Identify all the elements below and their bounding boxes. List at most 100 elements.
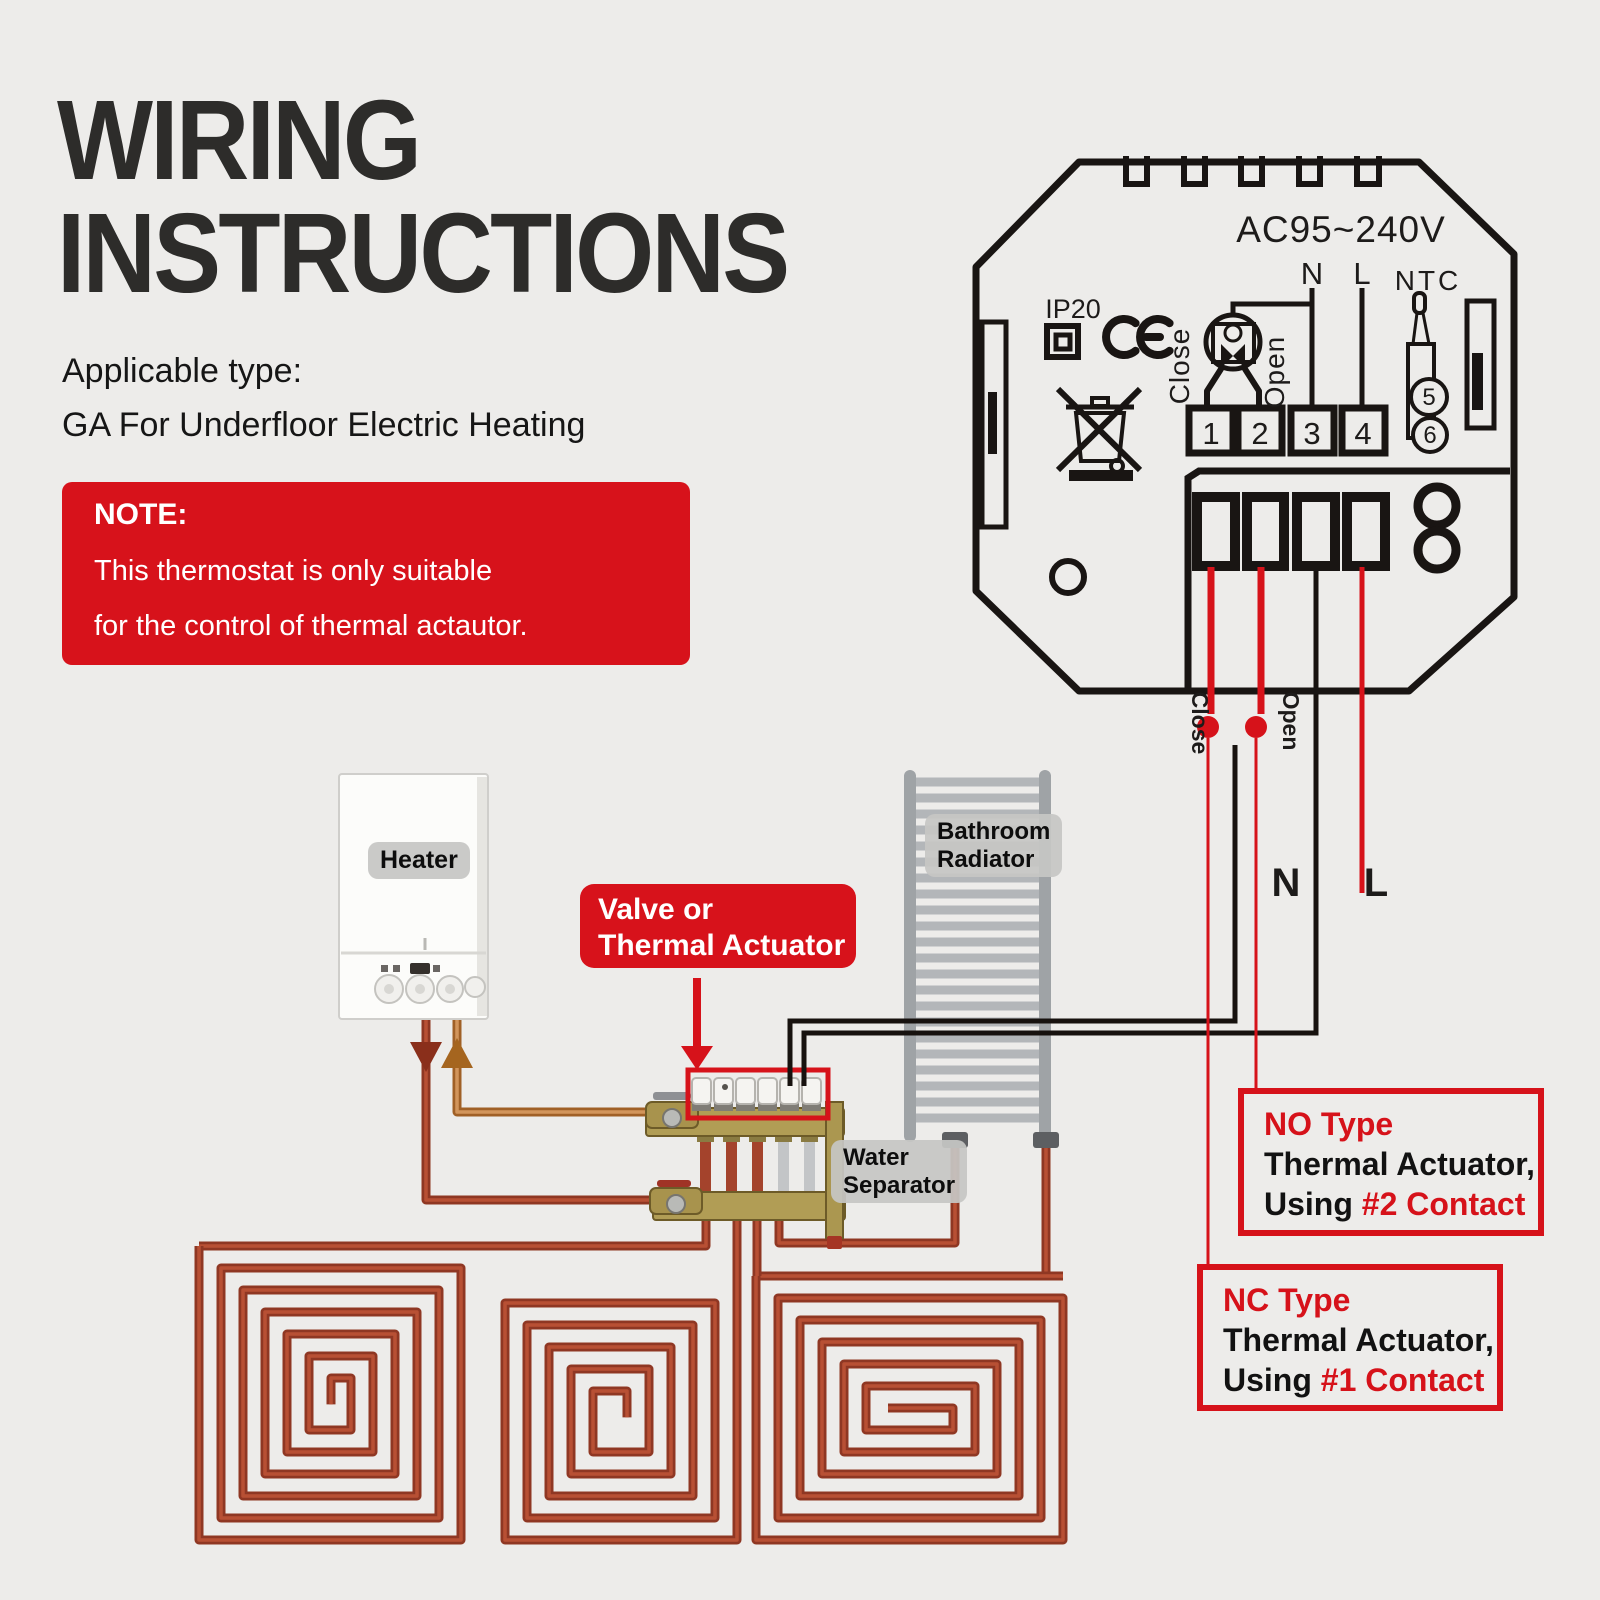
actuator-base [758, 1102, 777, 1111]
separator-label-line2: Separator [843, 1171, 956, 1199]
thermal-actuator-head [801, 1077, 822, 1105]
connector-nut [697, 1133, 714, 1142]
thermostat-back-view [972, 156, 1518, 695]
manifold-connector [804, 1134, 815, 1204]
open-wire-node [1245, 716, 1267, 738]
terminal-3-label: 3 [1303, 416, 1320, 451]
no-type-line3: Using [1264, 1186, 1362, 1222]
sensor-terminal-5-label: 5 [1422, 384, 1435, 411]
neutral-wire-label: N [1272, 861, 1301, 905]
nc-type-line2: Thermal Actuator, [1223, 1322, 1494, 1358]
page-title: WIRING INSTRUCTIONS [57, 84, 790, 310]
heater-display [410, 963, 430, 974]
valve-label-line1: Valve or [598, 893, 714, 926]
floor-coil-2-highlight [503, 1281, 739, 1542]
heater-knob-dot [415, 984, 425, 994]
terminal-4-label: 4 [1354, 416, 1371, 451]
heater-knob-dot [384, 984, 394, 994]
heater-indicator [433, 965, 440, 972]
actuator-base [692, 1102, 711, 1111]
radiator-rail [904, 770, 916, 1142]
radiator-label-line1: Bathroom [937, 818, 1051, 845]
nc-type-title: NC Type [1223, 1282, 1351, 1318]
nc-type-callout: NC Type Thermal Actuator, Using #1 Conta… [1197, 1264, 1503, 1411]
sensor-terminal-6-label: 6 [1423, 422, 1436, 449]
water-separator-manifold [645, 1067, 846, 1249]
live-wire-label: L [1364, 861, 1388, 905]
connector-nut [749, 1133, 766, 1142]
radiator-fitting [1033, 1132, 1059, 1148]
no-type-line2: Thermal Actuator, [1264, 1146, 1535, 1182]
actuator-highlight-box [685, 1067, 831, 1121]
valve-thermal-actuator-label: Valve or Thermal Actuator [580, 884, 856, 968]
thermal-actuator-head [691, 1077, 712, 1105]
close-wire-label: Close [1187, 692, 1213, 755]
heater-indicator [381, 965, 388, 972]
terminal-1-label: 1 [1202, 416, 1219, 451]
floor-coil-3-highlight [754, 1276, 1065, 1542]
ntc-label: NTC [1395, 265, 1462, 296]
left-mount-slot [979, 319, 1009, 530]
no-type-title: NO Type [1264, 1106, 1394, 1142]
terminal-slots [1192, 492, 1390, 571]
motor-to-n-wire [1230, 301, 1312, 315]
actuator-mark [722, 1084, 728, 1090]
switched-wires [1197, 567, 1365, 1266]
heater-knob [464, 976, 486, 998]
bathroom-radiator [904, 770, 1059, 1148]
actuator-base [780, 1102, 799, 1111]
nc-type-contact: #1 Contact [1320, 1362, 1485, 1398]
manifold-end-cap [827, 1236, 842, 1249]
flow-arrows [410, 1038, 473, 1072]
valve-handle-red [657, 1180, 691, 1187]
thermal-actuator-head [735, 1077, 756, 1105]
note-line1: This thermostat is only suitable [94, 555, 493, 587]
heater-label: Heater [368, 842, 470, 879]
coil1-supply-pipe-highlight [199, 1220, 708, 1248]
title-line2: INSTRUCTIONS [57, 190, 790, 316]
l-top-label: L [1353, 256, 1370, 291]
motor-dot [1223, 323, 1243, 343]
floor-coil-1-highlight [197, 1246, 463, 1542]
thermal-actuator-head [757, 1077, 778, 1105]
nc-type-line3: Using [1223, 1362, 1321, 1398]
valve-bowtie [1221, 344, 1245, 368]
floor-coil-2 [500, 1281, 742, 1545]
valve-label-line2: Thermal Actuator [598, 929, 846, 962]
voltage-label: AC95~240V [1236, 209, 1446, 250]
terminal-block-outline [1184, 467, 1510, 691]
coil1-supply-pipe [199, 1220, 711, 1251]
heater-side-shade [477, 777, 487, 1016]
connector-nut [723, 1133, 740, 1142]
note-heading: NOTE: [94, 498, 188, 531]
close-inner-label: Close [1164, 328, 1195, 405]
weee-bin-icon [1055, 386, 1143, 481]
left-mount-slot-bar [988, 392, 997, 454]
ip20-icon-inner [1053, 332, 1073, 352]
connector-nut [775, 1133, 792, 1142]
actuator-base [714, 1102, 733, 1111]
no-type-contact: #2 Contact [1361, 1186, 1526, 1222]
mount-hole [1049, 558, 1087, 596]
valve-gauge [662, 1108, 682, 1128]
terminal-2-label: 2 [1251, 416, 1268, 451]
bathroom-radiator-label: Bathroom Radiator [925, 814, 1063, 878]
heater-supply-pipe-highlight [424, 1018, 655, 1202]
motor-leads [1204, 366, 1262, 411]
valve-handle [653, 1092, 691, 1100]
supply-down-arrow-icon [410, 1042, 442, 1072]
ip20-label: IP20 [1045, 294, 1101, 324]
no-type-callout: NO Type Thermal Actuator, Using #2 Conta… [1238, 1088, 1544, 1236]
open-wire-label: Open [1278, 692, 1304, 751]
actuator-base [736, 1102, 755, 1111]
water-separator-label: Water Separator [831, 1140, 968, 1204]
top-notches [1123, 156, 1382, 187]
heater-unit [338, 773, 489, 1020]
radiator-label-line2: Radiator [937, 845, 1035, 873]
heater-indicator [393, 965, 400, 972]
heater-return-pipe-highlight [455, 1018, 650, 1114]
actuator-base [802, 1102, 821, 1111]
block-hole [1413, 482, 1461, 530]
right-mount-slot [1464, 298, 1497, 431]
connector-nut [801, 1133, 818, 1142]
